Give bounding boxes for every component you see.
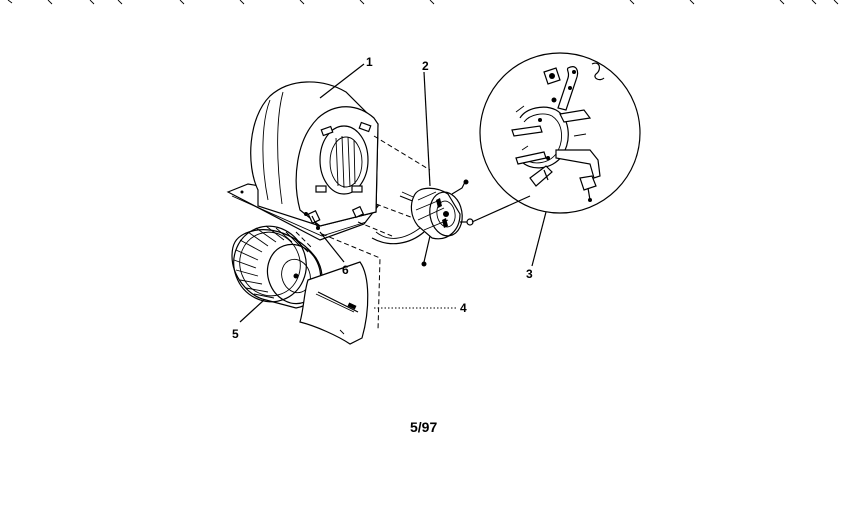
callout-6: 6 bbox=[342, 263, 349, 277]
top-edge-marks bbox=[7, 0, 839, 5]
date-code: 5/97 bbox=[410, 419, 437, 435]
blower-housing bbox=[226, 81, 380, 241]
blower-wheel bbox=[231, 225, 323, 309]
callout-4: 4 bbox=[460, 301, 467, 315]
callout-2: 2 bbox=[422, 59, 429, 73]
motor bbox=[371, 179, 474, 267]
leader-5 bbox=[239, 299, 265, 323]
leader-2 bbox=[423, 71, 431, 187]
leader-6 bbox=[319, 231, 345, 263]
callout-5: 5 bbox=[232, 327, 239, 341]
callout-1: 1 bbox=[366, 55, 373, 69]
cutoff-plate bbox=[299, 261, 369, 345]
motor-mount-bracket-detail bbox=[479, 52, 641, 214]
mounting-screw bbox=[307, 205, 365, 230]
leader-1 bbox=[319, 63, 365, 99]
callout-3: 3 bbox=[526, 267, 533, 281]
detail-leader bbox=[471, 195, 531, 223]
leader-3 bbox=[531, 211, 547, 267]
callout-leaders bbox=[239, 63, 547, 323]
